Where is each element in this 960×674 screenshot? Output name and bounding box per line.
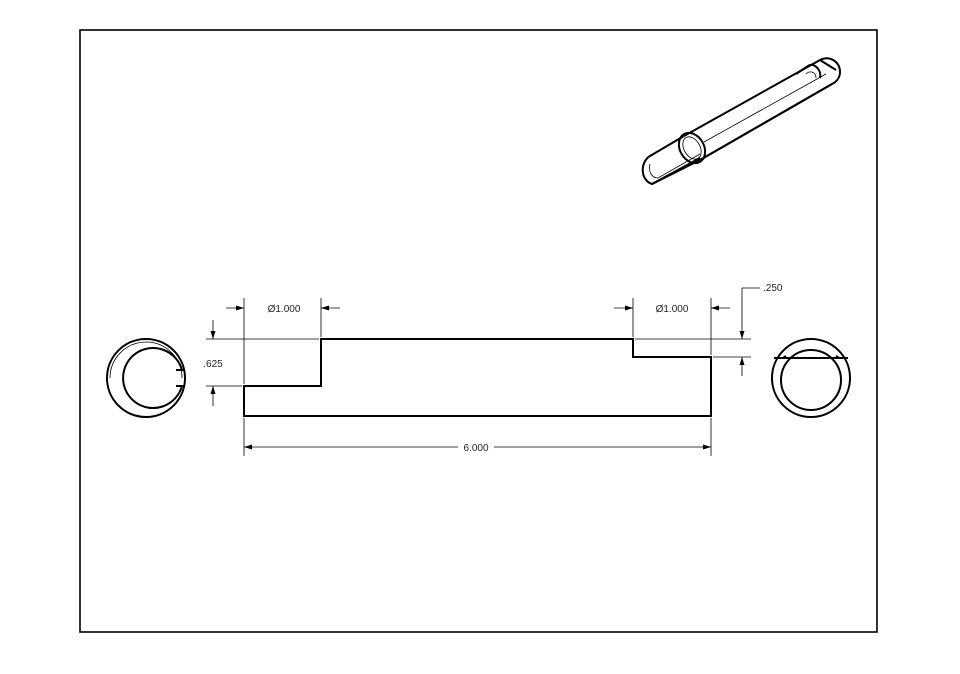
dim-step-depth-left: .625 (203, 320, 319, 406)
isometric-view (641, 57, 842, 186)
dim-left-diameter: Ø1.000 (226, 298, 340, 384)
left-diameter-label: Ø1.000 (268, 304, 301, 315)
left-end-view (106, 338, 186, 418)
front-view (243, 338, 712, 417)
dim-right-diameter: Ø1.000 (614, 298, 730, 355)
right-end-view (771, 338, 851, 418)
step-depth-left-label: .625 (203, 359, 223, 370)
overall-length-label: 6.000 (463, 443, 488, 454)
step-depth-right-label: .250 (763, 283, 783, 294)
sheet-frame (79, 29, 878, 633)
dim-step-depth-right: .250 (635, 283, 783, 376)
dim-overall-length: 6.000 (243, 418, 712, 456)
right-diameter-label: Ø1.000 (656, 304, 689, 315)
